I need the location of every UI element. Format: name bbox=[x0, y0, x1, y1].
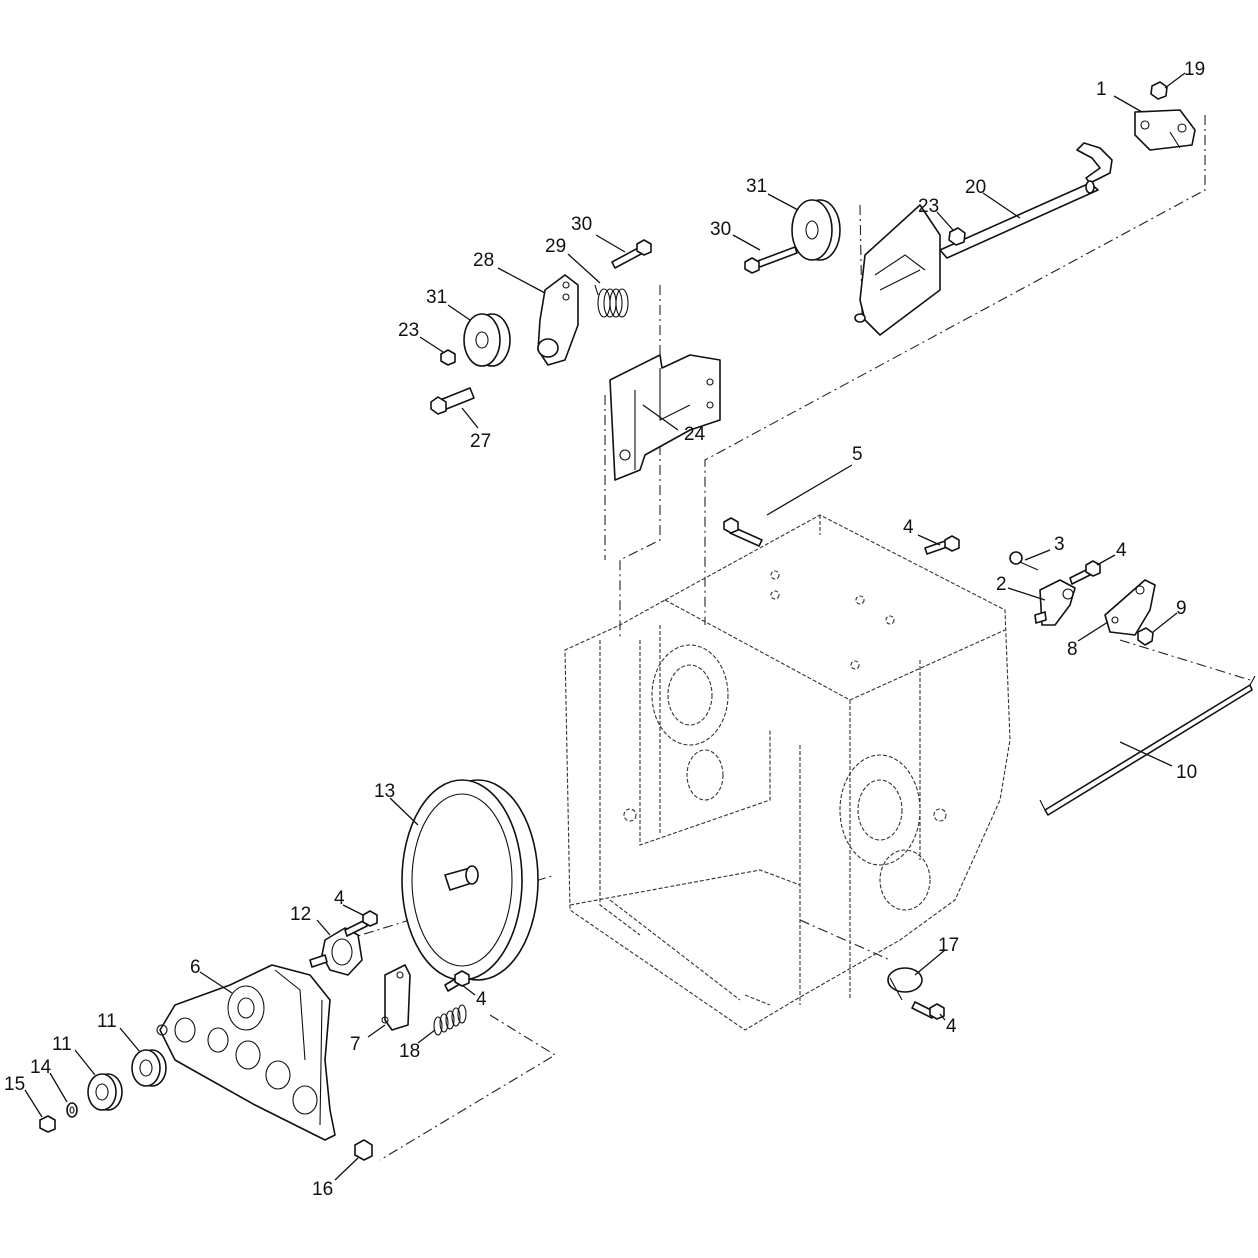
callout-labels: 1 19 20 23 31 30 30 29 28 31 23 27 24 5 … bbox=[4, 59, 1205, 1200]
callout-11: 11 bbox=[52, 1034, 72, 1055]
callout-7: 7 bbox=[350, 1034, 361, 1055]
callout-19: 19 bbox=[1184, 59, 1205, 80]
rod-20 bbox=[939, 142, 1113, 259]
callout-23: 23 bbox=[918, 196, 939, 217]
callout-4: 4 bbox=[903, 517, 914, 538]
bracket-2 bbox=[1034, 579, 1076, 626]
callout-15: 15 bbox=[4, 1074, 25, 1095]
side-plate-6 bbox=[156, 964, 336, 1141]
bolt-30-right bbox=[744, 246, 798, 274]
nut-15 bbox=[39, 1115, 56, 1133]
callout-30: 30 bbox=[710, 219, 731, 240]
callout-4: 4 bbox=[476, 989, 487, 1010]
callout-18: 18 bbox=[399, 1041, 420, 1062]
bracket-24 bbox=[609, 354, 721, 481]
callout-16: 16 bbox=[312, 1179, 333, 1200]
callout-31: 31 bbox=[746, 176, 767, 197]
rod-10 bbox=[1039, 675, 1256, 816]
shoulder-bolt-27 bbox=[430, 387, 475, 415]
nut-23-left bbox=[440, 349, 456, 366]
callout-10: 10 bbox=[1176, 762, 1197, 783]
callout-4: 4 bbox=[946, 1016, 957, 1037]
washer-14 bbox=[66, 1102, 78, 1118]
callout-4: 4 bbox=[1116, 540, 1127, 561]
cover-17 bbox=[887, 967, 923, 1001]
nut-9 bbox=[1137, 627, 1154, 646]
callout-2: 2 bbox=[996, 574, 1007, 595]
callout-29: 29 bbox=[545, 236, 566, 257]
callout-11: 11 bbox=[97, 1011, 117, 1032]
bracket-1 bbox=[1134, 109, 1196, 151]
callout-17: 17 bbox=[938, 935, 959, 956]
bolt-4-flange bbox=[344, 910, 378, 937]
flange-12 bbox=[309, 927, 363, 976]
callout-31: 31 bbox=[426, 287, 447, 308]
callout-12: 12 bbox=[290, 904, 311, 925]
callout-23: 23 bbox=[398, 320, 419, 341]
bolt-4-top bbox=[723, 517, 763, 547]
leader-lines bbox=[24, 72, 1186, 1181]
idler-plate bbox=[854, 204, 941, 336]
plate-8 bbox=[1104, 579, 1156, 636]
bolt-4-cover bbox=[911, 1001, 945, 1020]
bushing-16 bbox=[354, 1139, 373, 1161]
callout-9: 9 bbox=[1176, 598, 1187, 619]
washer-3 bbox=[1009, 551, 1039, 571]
pulley-31-left bbox=[463, 313, 511, 367]
callout-3: 3 bbox=[1054, 534, 1065, 555]
pulley-31-right bbox=[791, 199, 841, 261]
spring-29 bbox=[594, 284, 629, 318]
callout-30: 30 bbox=[571, 214, 592, 235]
nut-23-upper bbox=[948, 227, 966, 246]
bracket-7 bbox=[381, 964, 411, 1031]
callout-24: 24 bbox=[684, 424, 706, 445]
bolt-4-frame bbox=[924, 535, 960, 555]
callout-6: 6 bbox=[190, 957, 201, 978]
main-frame bbox=[564, 514, 1011, 1031]
bolt-30-left bbox=[611, 239, 652, 269]
callout-8: 8 bbox=[1067, 639, 1078, 660]
callout-4: 4 bbox=[334, 888, 345, 909]
bearing-11-inner bbox=[131, 1049, 167, 1087]
bolt-4-right bbox=[1069, 560, 1101, 585]
callout-14: 14 bbox=[30, 1057, 52, 1078]
nut-19 bbox=[1150, 81, 1168, 100]
callout-28: 28 bbox=[473, 250, 494, 271]
callout-13: 13 bbox=[374, 781, 395, 802]
spring-18 bbox=[433, 1004, 467, 1036]
bearing-11-outer bbox=[87, 1073, 123, 1111]
callout-20: 20 bbox=[965, 177, 986, 198]
bolt-4-lower bbox=[444, 970, 470, 992]
pulley-13 bbox=[401, 779, 539, 981]
callout-27: 27 bbox=[470, 431, 491, 452]
arm-28 bbox=[537, 274, 579, 366]
callout-5: 5 bbox=[852, 444, 863, 465]
callout-1: 1 bbox=[1096, 79, 1107, 100]
